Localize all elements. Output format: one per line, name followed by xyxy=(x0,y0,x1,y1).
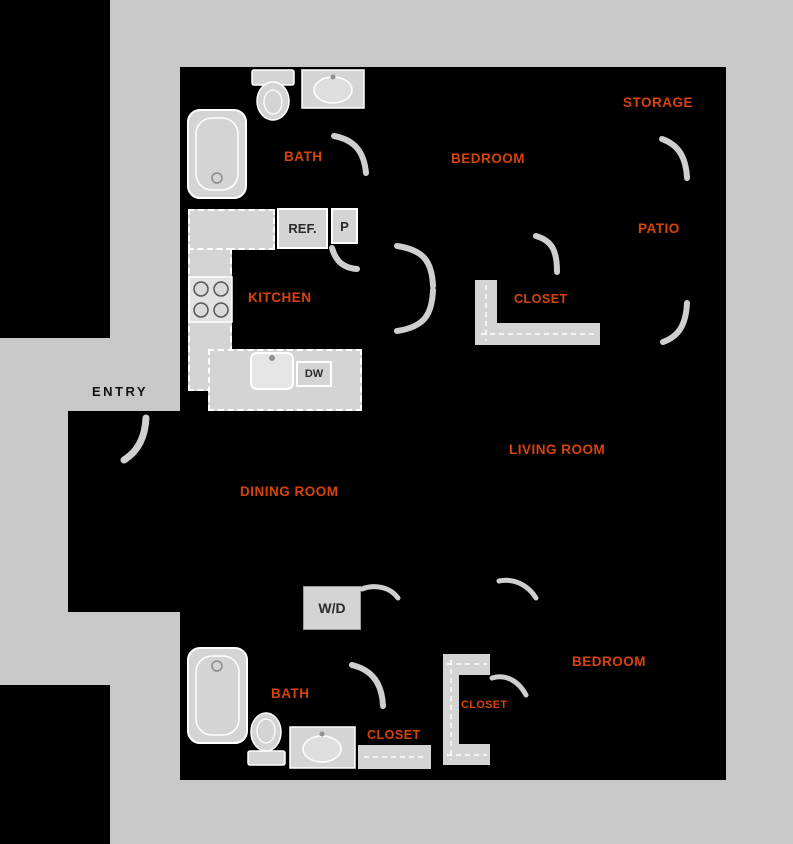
bath-upper-label: BATH xyxy=(284,149,323,164)
bedroom-closet-shelf-top xyxy=(443,654,490,675)
kitchen-counter-top xyxy=(188,209,275,250)
bath-lower-label: BATH xyxy=(271,686,310,701)
storage-label: STORAGE xyxy=(623,95,694,110)
patio-label: PATIO xyxy=(638,221,680,236)
bedroom-lower-label: BEDROOM xyxy=(572,654,646,669)
walk-in-closet-shelf-horizontal xyxy=(475,323,600,345)
walk-in-closet-label: CLOSET xyxy=(514,292,568,306)
living-room-label: LIVING ROOM xyxy=(509,442,606,457)
bedroom-closet-label: CLOSET xyxy=(461,699,508,711)
dining-room-label: DINING ROOM xyxy=(240,484,339,499)
dishwasher-box: DW xyxy=(296,361,332,387)
adjacent-unit-block-top-left xyxy=(0,0,110,338)
refrigerator-label: REF. xyxy=(288,221,317,236)
washer-dryer-box: W/D xyxy=(303,586,361,630)
hall-closet-label: CLOSET xyxy=(367,728,421,742)
kitchen-counter-bottom xyxy=(208,349,362,411)
dishwasher-label: DW xyxy=(304,368,324,380)
entry-label: ENTRY xyxy=(92,384,149,399)
washer-dryer-label: W/D xyxy=(318,600,346,616)
bedroom-closet-shelf-bottom xyxy=(443,744,490,765)
pantry-label: P xyxy=(340,218,349,234)
adjacent-unit-block-bottom-left xyxy=(0,685,110,844)
bedroom-upper-label: BEDROOM xyxy=(451,151,525,166)
entry-vestibule xyxy=(68,411,180,612)
kitchen-label: KITCHEN xyxy=(248,290,312,305)
pantry-box: P xyxy=(331,208,358,244)
refrigerator-box: REF. xyxy=(277,208,328,249)
hall-closet-shelf xyxy=(358,745,431,769)
